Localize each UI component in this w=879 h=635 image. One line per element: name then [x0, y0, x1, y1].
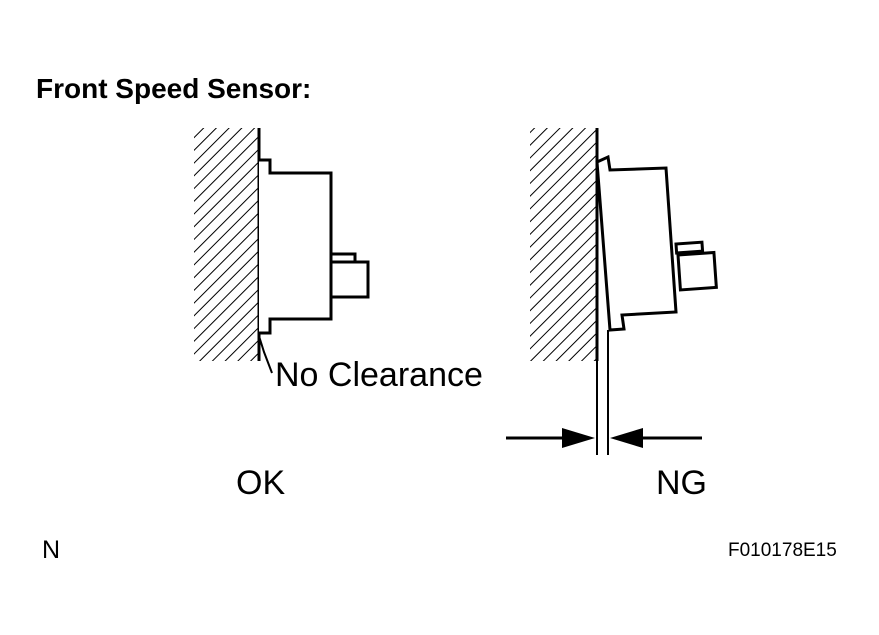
ok-sensor-connector: [329, 260, 370, 299]
ok-mounting-surface-hatch: [194, 128, 259, 361]
corner-mark: N: [42, 536, 60, 564]
ng-mounting-surface-hatch: [530, 128, 597, 361]
figure-code: F010178E15: [728, 540, 837, 561]
ok-sensor-body: [259, 158, 333, 335]
gap-arrow-left-head: [562, 428, 595, 448]
gap-arrow-right-head: [610, 428, 643, 448]
no-clearance-leader: [258, 335, 273, 374]
ng-sensor-body: [595, 154, 678, 332]
ok-assembly: [194, 128, 370, 374]
no-clearance-label: No Clearance: [275, 356, 483, 394]
ng-assembly: [506, 128, 718, 455]
diagram-title: Front Speed Sensor:: [36, 73, 311, 104]
ng-label: NG: [656, 464, 707, 502]
ok-label: OK: [236, 464, 285, 502]
ng-sensor-connector-rear: [674, 240, 705, 255]
ng-sensor-connector: [676, 250, 718, 292]
